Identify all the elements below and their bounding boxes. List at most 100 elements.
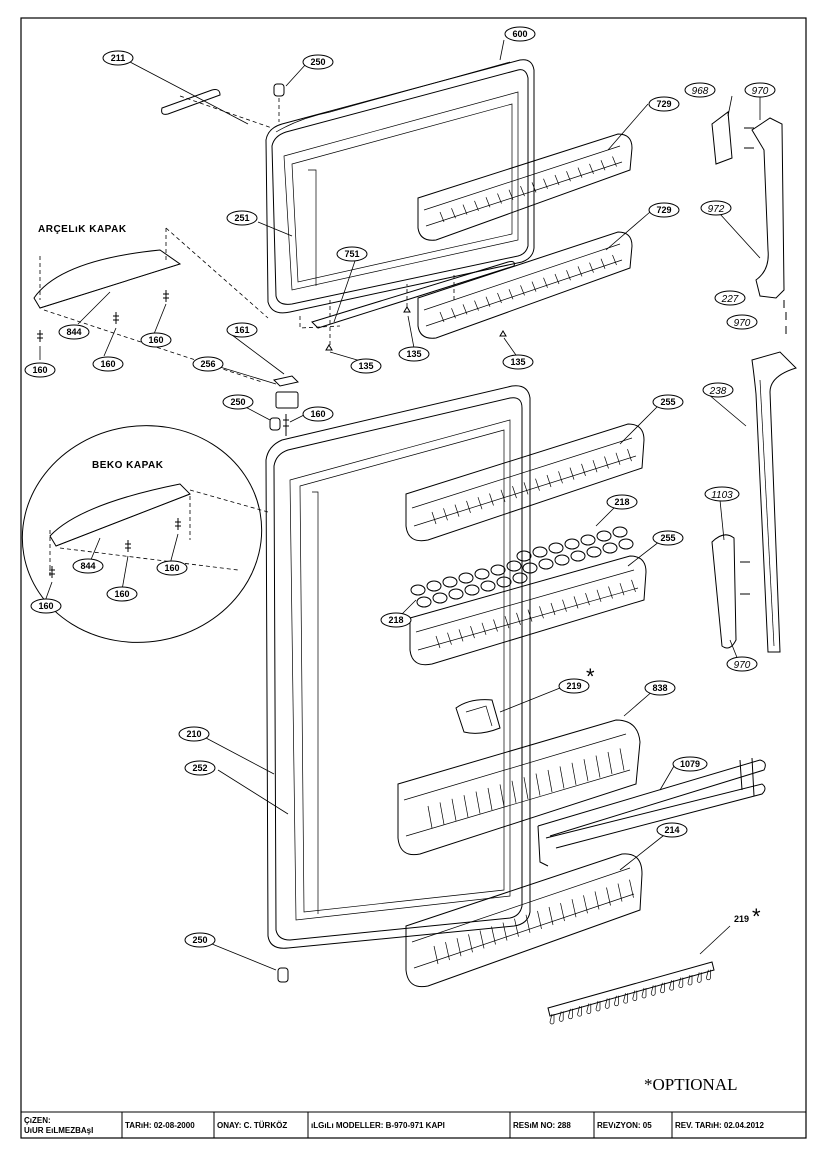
vent-slot (543, 277, 548, 288)
vent-slot (612, 156, 617, 167)
rail-tooth (586, 1003, 592, 1014)
callout-972: 972 (700, 200, 732, 216)
vent-slot (617, 883, 623, 902)
vent-slot (604, 456, 609, 469)
optional-asterisk: * (586, 664, 595, 689)
optional-note: *OPTIONAL (644, 1075, 738, 1094)
vent-slot (559, 766, 565, 789)
callout-729: 729 (648, 96, 680, 112)
egg-cup (554, 554, 570, 566)
vent-slot (475, 791, 481, 814)
freezer-door (265, 59, 535, 314)
clip-219 (455, 699, 501, 734)
vent-slot (569, 467, 575, 480)
egg-cup (416, 596, 432, 608)
drawn-by-label: ÇıZEN: (24, 1116, 51, 1125)
callout-135: 135 (350, 358, 382, 374)
vent-slot (508, 289, 514, 300)
vent-slot (447, 632, 452, 645)
egg-cup (522, 562, 538, 574)
callout-218: 218 (380, 612, 412, 628)
shelf-vent-slots (435, 579, 636, 649)
vent-slot (451, 308, 456, 319)
bottle-shelf-838 (397, 719, 641, 856)
egg-cup (442, 576, 458, 588)
svg-text:751: 751 (344, 249, 359, 259)
egg-cup (458, 572, 474, 584)
callout-252: 252 (184, 760, 216, 776)
egg-tray-218-right (516, 526, 634, 574)
callout-968: 968 (684, 82, 716, 98)
shelf-vent-slots (439, 156, 617, 223)
callout-160: 160 (156, 560, 188, 576)
vent-slot (439, 802, 445, 825)
svg-text:1103: 1103 (711, 490, 733, 501)
svg-text:838: 838 (652, 683, 667, 693)
callout-238: 238 (702, 382, 734, 398)
svg-text:970: 970 (734, 660, 751, 671)
gasket-211 (161, 89, 273, 129)
rail-tooth (604, 998, 610, 1009)
vent-slot (516, 612, 521, 626)
rail-tooth (632, 990, 638, 1001)
shelf-vent-slots (431, 448, 632, 525)
vent-slot (485, 197, 491, 208)
svg-text:211: 211 (111, 53, 126, 63)
callout-1103: 1103 (704, 486, 740, 502)
callout-729: 729 (648, 202, 680, 218)
vent-slot (458, 629, 464, 642)
egg-cup (474, 568, 490, 580)
screws-135 (325, 272, 507, 351)
svg-text:161: 161 (234, 325, 249, 335)
vent-slot (514, 918, 519, 937)
vent-slot (508, 189, 514, 200)
svg-text:250: 250 (310, 57, 325, 67)
vent-slot (531, 281, 537, 292)
vent-slot (523, 482, 529, 495)
svg-text:227: 227 (721, 294, 739, 305)
egg-cup (580, 534, 596, 546)
egg-cup (612, 526, 628, 538)
vent-slot (583, 895, 588, 914)
revision: REVıZYON: 05 (597, 1121, 652, 1130)
vent-slot (456, 938, 462, 957)
shelf-214 (405, 853, 643, 988)
rail-tooth (568, 1008, 573, 1020)
vent-slot (481, 622, 487, 635)
egg-cup (506, 560, 522, 572)
vent-slot (502, 922, 508, 941)
callout-160: 160 (106, 586, 138, 602)
callout-970: 970 (726, 656, 758, 672)
callout-751: 751 (336, 246, 368, 262)
callout-251: 251 (226, 210, 258, 226)
rail-tooth (660, 982, 665, 994)
vent-slot (535, 773, 541, 796)
callout-255: 255 (652, 394, 684, 410)
callout-250: 250 (184, 932, 216, 948)
svg-text:160: 160 (38, 601, 53, 611)
svg-text:135: 135 (510, 357, 525, 367)
vent-slot (606, 887, 611, 906)
drawing-number: RESıM NO: 288 (513, 1121, 571, 1130)
rail-teeth (549, 969, 711, 1025)
egg-cup (602, 542, 618, 554)
egg-cup (516, 550, 532, 562)
egg-cup (426, 580, 442, 592)
vent-slot (462, 204, 468, 215)
egg-cup (532, 546, 548, 558)
vent-slot (577, 167, 583, 178)
callout-250: 250 (222, 394, 254, 410)
shelf-vent-slots (427, 748, 625, 829)
vent-slot (491, 926, 496, 945)
svg-text:160: 160 (100, 359, 115, 369)
vent-slot (493, 619, 498, 632)
vent-slot (631, 579, 636, 593)
callout-256: 256 (192, 356, 224, 372)
revision-date: REV. TARıH: 02.04.2012 (675, 1121, 764, 1130)
rail-219 (547, 961, 715, 1025)
callout-219-plain: 219 (734, 914, 749, 924)
vent-slot (600, 258, 606, 269)
vent-slot (600, 160, 606, 171)
shelf-255-lower (409, 555, 647, 666)
